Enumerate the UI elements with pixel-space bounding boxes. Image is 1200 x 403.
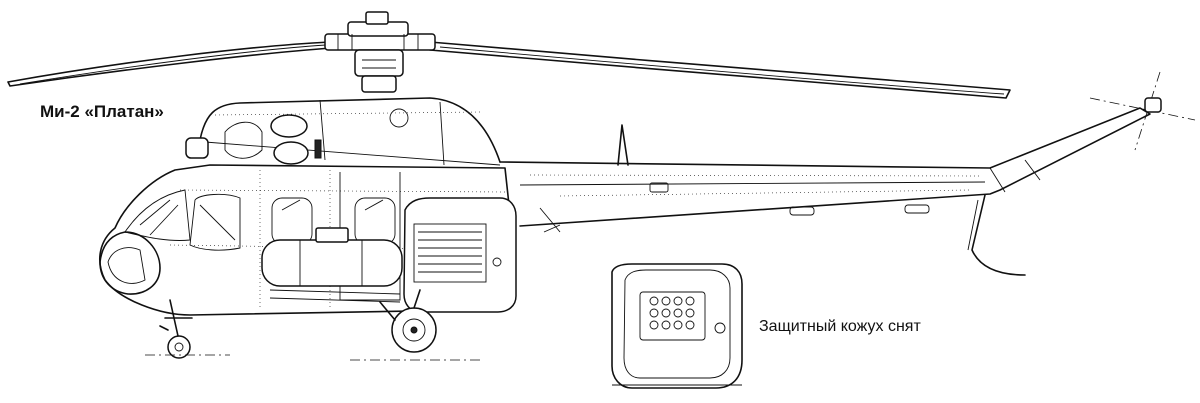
- landing-gear-icon: [145, 289, 480, 361]
- tail-boom-icon: [499, 71, 1196, 276]
- inset-caption: Защитный кожух снят: [759, 318, 921, 335]
- diagram-title: Ми-2 «Платан»: [40, 102, 164, 121]
- fuselage-icon: [99, 97, 561, 316]
- main-rotor-icon: [7, 11, 1011, 99]
- filter-inset-icon: [611, 263, 743, 389]
